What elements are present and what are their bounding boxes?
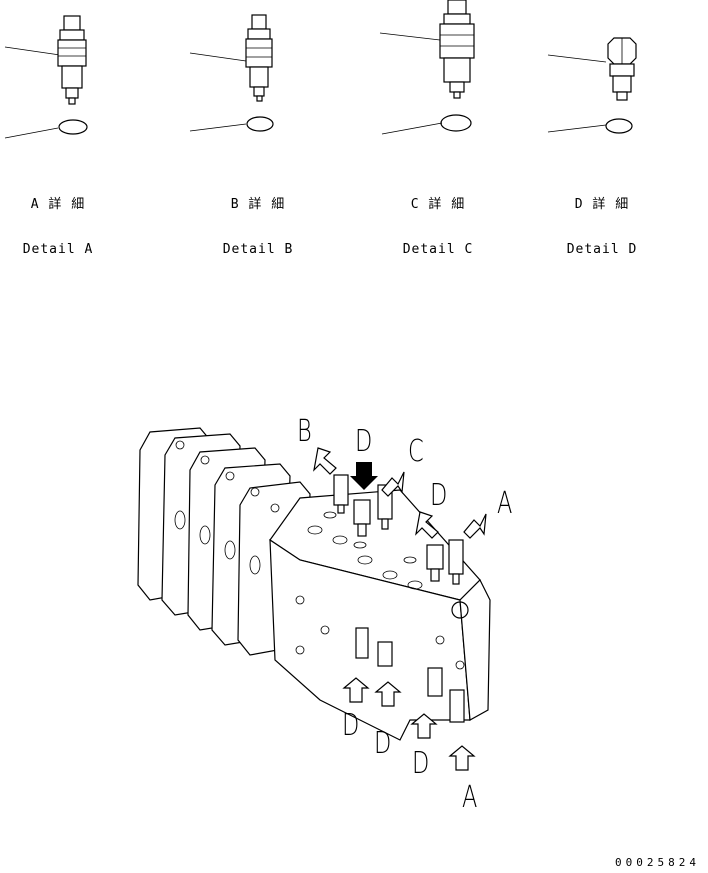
callout-a-right: A (497, 486, 513, 521)
detail-b-jp: B 詳 細 (230, 197, 286, 212)
callout-d-bottom-2: D (374, 726, 392, 761)
detail-d-label: D 詳 細 Detail D (566, 163, 638, 272)
callout-b-top: B (297, 414, 312, 449)
detail-a-oring (4, 119, 88, 139)
detail-c-valve (379, 0, 475, 99)
control-valve-body (137, 427, 491, 741)
detail-d-jp: D 詳 細 (574, 197, 630, 212)
detail-a-valve (4, 15, 87, 105)
detail-c-en: Detail C (402, 242, 474, 257)
callout-d-bottom-1: D (342, 708, 360, 743)
detail-d-oring (547, 118, 633, 134)
callout-c-top: C (408, 434, 424, 469)
detail-c-label: C 詳 細 Detail C (402, 163, 474, 272)
detail-c-oring (381, 114, 472, 135)
detail-d-en: Detail D (566, 242, 638, 257)
callout-a-bottom: A (462, 780, 478, 815)
callout-d-bottom-3: D (412, 746, 430, 781)
detail-b-oring (189, 116, 274, 132)
detail-a-en: Detail A (22, 242, 94, 257)
detail-a-jp: A 詳 細 (30, 197, 86, 212)
callout-d-top-2: D (430, 478, 448, 513)
detail-b-valve (189, 14, 273, 102)
detail-d-plug (547, 37, 637, 101)
document-number: 00025824 (615, 856, 700, 869)
detail-b-label: B 詳 細 Detail B (222, 163, 294, 272)
detail-c-jp: C 詳 細 (410, 197, 466, 212)
callout-d-top-1: D (355, 424, 373, 459)
detail-b-en: Detail B (222, 242, 294, 257)
detail-a-label: A 詳 細 Detail A (22, 163, 94, 272)
callout-arrows (313, 447, 487, 771)
